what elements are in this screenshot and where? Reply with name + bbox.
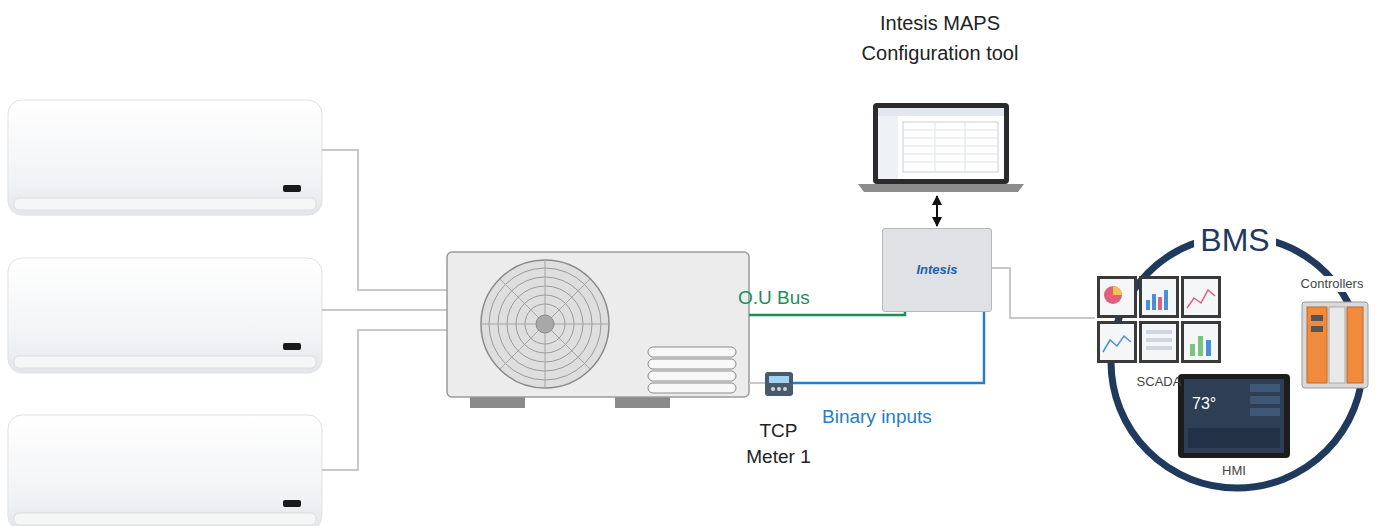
plc-housing xyxy=(1302,302,1368,388)
fan-guard-spokes xyxy=(481,260,609,388)
node-text: BMS xyxy=(1194,222,1275,258)
node-text: HMI xyxy=(1219,463,1249,478)
laptop-screen-frame xyxy=(873,103,1009,184)
laptop-display xyxy=(878,108,1004,179)
connector xyxy=(936,196,938,226)
plc-module xyxy=(1329,307,1345,383)
indoor-unit-body xyxy=(8,258,322,373)
connector xyxy=(817,312,984,383)
hmi-widget xyxy=(1250,396,1280,404)
controllers-node: Controllers xyxy=(1292,275,1372,293)
indoor-unit-vent xyxy=(14,513,316,525)
node-text: TCP Meter 1 xyxy=(740,418,817,470)
meter-icon xyxy=(765,372,793,396)
pipe xyxy=(322,150,449,290)
table-row xyxy=(1146,330,1172,334)
fan-guard xyxy=(481,260,609,388)
monitor xyxy=(1097,321,1137,363)
indoor-unit-display xyxy=(283,185,301,192)
outdoor-grille xyxy=(648,383,736,393)
monitor-screen xyxy=(1142,324,1176,360)
bar xyxy=(1198,336,1203,356)
monitor xyxy=(1181,321,1221,363)
app-table-grid xyxy=(903,122,998,172)
outdoor-grille xyxy=(648,359,736,369)
hmi-screen xyxy=(1184,379,1284,453)
trend-line xyxy=(1103,336,1131,352)
monitor-screen xyxy=(1142,279,1176,315)
pie-slice xyxy=(1113,286,1122,295)
bar xyxy=(1190,344,1195,356)
meter-button xyxy=(777,387,781,391)
monitor xyxy=(1139,276,1179,318)
hmi-widget xyxy=(1250,408,1280,416)
hmi-node: HMI xyxy=(1175,372,1293,478)
indoor-unit-body xyxy=(8,415,322,526)
plc-port xyxy=(1311,326,1323,332)
pipe xyxy=(322,309,449,311)
edge-label: Binary inputs xyxy=(822,406,932,428)
pie-chart xyxy=(1104,286,1122,304)
node-text: Controllers xyxy=(1298,276,1367,292)
outdoor-grille xyxy=(648,347,736,357)
node-text: SCADA xyxy=(1137,374,1182,390)
monitor-screen xyxy=(1184,279,1218,315)
node-text: Intesis MAPS Configuration tool xyxy=(835,8,1045,68)
plc-module xyxy=(1307,307,1327,383)
pipe xyxy=(322,330,449,470)
monitor xyxy=(1139,321,1179,363)
bar xyxy=(1152,294,1156,310)
plc-module xyxy=(1347,307,1363,383)
bar xyxy=(1146,300,1150,310)
indoor-unit-vent xyxy=(14,198,316,210)
connector xyxy=(992,268,1095,318)
plc-port xyxy=(1311,315,1323,321)
meter-button xyxy=(771,387,775,391)
meter-node: TCP Meter 1 xyxy=(740,368,817,470)
bus-wire xyxy=(749,312,905,315)
table-row xyxy=(1146,338,1172,342)
outdoor-unit-body xyxy=(447,252,749,397)
hmi-reading: 73° xyxy=(1192,394,1216,413)
indoor-unit-display xyxy=(283,500,301,507)
bms-ring: BMS SCADA ControllersHMI xyxy=(1095,222,1375,484)
bar xyxy=(1206,340,1211,356)
laptop-node: Intesis MAPS Configuration tool xyxy=(835,8,1045,194)
hmi-widget xyxy=(1188,428,1280,448)
bar xyxy=(1158,297,1162,310)
fan-hub xyxy=(536,315,554,333)
scada-node: SCADA xyxy=(1095,272,1223,390)
node-text: Intesis xyxy=(916,262,957,278)
app-toolbar xyxy=(878,108,1004,116)
table-row xyxy=(1146,346,1172,350)
indoor-unit-body xyxy=(8,100,322,215)
monitor-screen xyxy=(1184,324,1218,360)
meter-wire xyxy=(749,382,765,384)
laptop-base xyxy=(858,184,1024,192)
monitor-screen xyxy=(1100,324,1134,360)
gateway-box: Intesis xyxy=(882,228,992,312)
bar xyxy=(1164,290,1168,310)
trend-line xyxy=(1187,290,1215,308)
meter-screen xyxy=(769,376,789,383)
indoor-unit-vent xyxy=(14,356,316,368)
binary-wire xyxy=(793,382,817,385)
meter-button xyxy=(783,387,787,391)
outdoor-grille xyxy=(648,371,736,381)
monitor xyxy=(1181,276,1221,318)
monitor xyxy=(1097,276,1137,318)
hmi-widget xyxy=(1250,384,1280,392)
app-table xyxy=(903,122,998,172)
bus-label: O.U Bus xyxy=(738,287,810,309)
indoor-unit-display xyxy=(283,343,301,350)
app-sidebar xyxy=(878,116,898,179)
bms-ring-line xyxy=(1111,236,1363,488)
hmi-panel xyxy=(1178,374,1290,458)
monitor-screen xyxy=(1100,279,1134,315)
